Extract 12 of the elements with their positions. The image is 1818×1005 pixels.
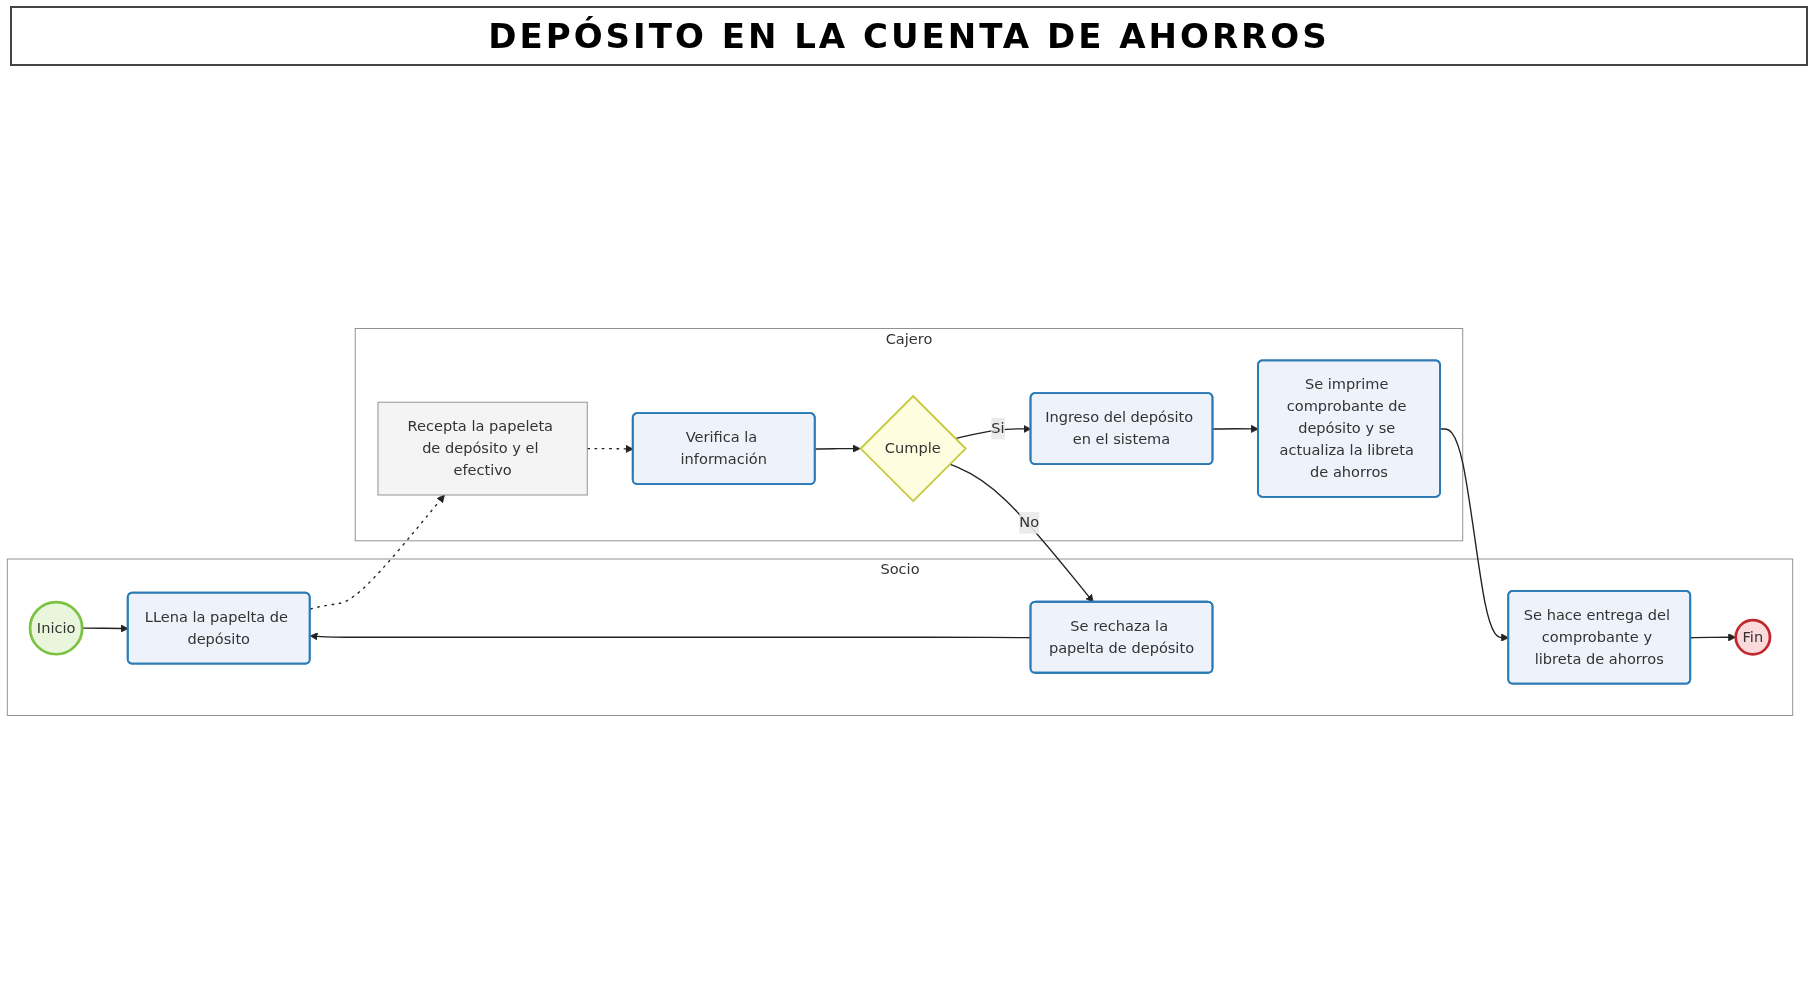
arrow <box>1212 424 1259 433</box>
arrow <box>309 494 445 610</box>
node-box: Recepta la papeleta de depósito y el efectivo <box>377 401 588 496</box>
arrow <box>814 444 861 453</box>
node-circle: Fin <box>1734 618 1772 656</box>
diagram-title: DEPÓSITO EN LA CUENTA DE AHORROS <box>10 6 1808 66</box>
node-diamond: Cumple <box>859 394 967 503</box>
arrow <box>1690 633 1737 642</box>
arrow <box>949 463 1094 603</box>
edge-label: Si <box>991 419 1005 437</box>
node-circle: Inicio <box>28 600 84 656</box>
edge-label: No <box>1019 513 1040 532</box>
